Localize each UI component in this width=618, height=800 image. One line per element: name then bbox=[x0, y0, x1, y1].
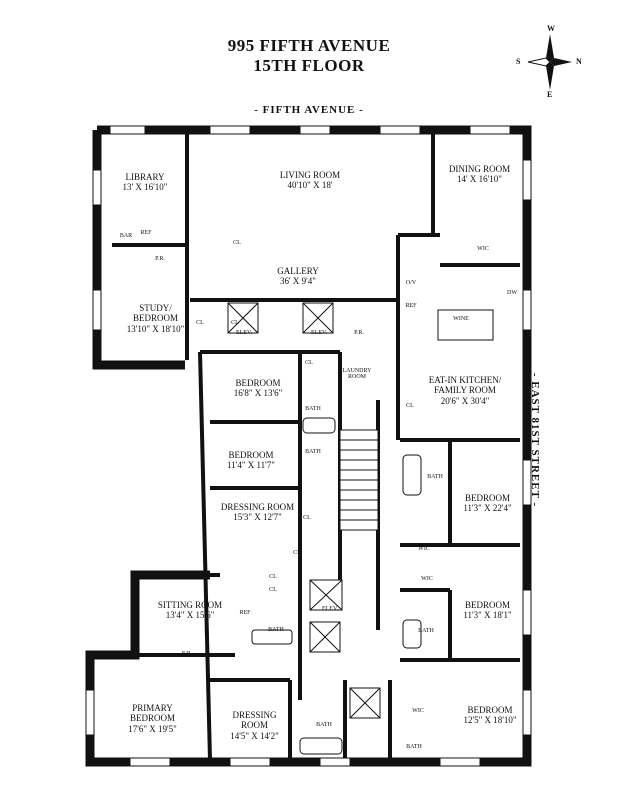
label-cl: CL bbox=[231, 320, 239, 326]
label-elev: ELEV. bbox=[235, 330, 253, 336]
plan-title: 995 FIFTH AVENUE bbox=[227, 36, 391, 55]
label-bath: BATH bbox=[406, 744, 422, 750]
label-cl: CL bbox=[196, 320, 204, 326]
label-cl: CL bbox=[269, 574, 277, 580]
label-wic: WIC bbox=[477, 246, 489, 252]
label-cl: CL bbox=[305, 360, 313, 366]
label-wine: WINE bbox=[453, 316, 469, 322]
label-pr: P.R. bbox=[155, 256, 165, 262]
label-wic: WIC bbox=[412, 708, 424, 714]
label-bath: BATH bbox=[305, 406, 321, 412]
compass-w: W bbox=[547, 24, 555, 33]
label-ref: REF bbox=[140, 230, 152, 236]
street-fifth-avenue: - FIFTH AVENUE - bbox=[254, 104, 364, 116]
label-wic: WIC bbox=[418, 546, 430, 552]
label-dw: DW bbox=[507, 290, 517, 296]
label-elev: ELEV. bbox=[321, 606, 339, 612]
label-cl: CL bbox=[233, 240, 241, 246]
compass-rose-icon: W S N E bbox=[516, 24, 582, 99]
label-bath: BATH bbox=[268, 627, 284, 633]
label-fp: F/P bbox=[181, 651, 191, 657]
label-ov: O/V bbox=[405, 280, 417, 286]
label-cl: CL bbox=[269, 587, 277, 593]
label-ref: REF bbox=[405, 303, 417, 309]
label-bath: BATH bbox=[418, 628, 434, 634]
label-bath: BATH bbox=[305, 449, 321, 455]
label-cl: CL bbox=[303, 515, 311, 521]
label-pr: P.R. bbox=[354, 330, 364, 336]
plan-subtitle: 15TH FLOOR bbox=[253, 56, 365, 75]
label-bath: BATH bbox=[316, 722, 332, 728]
label-bar: BAR bbox=[119, 233, 133, 239]
compass-s: S bbox=[516, 57, 521, 66]
compass-n: N bbox=[576, 57, 582, 66]
label-cl: CL bbox=[293, 550, 301, 556]
label-cl: CL bbox=[406, 403, 414, 409]
compass-e: E bbox=[547, 90, 553, 99]
label-ref: REF bbox=[239, 610, 251, 616]
label-laundry: LAUNDRY ROOM bbox=[342, 368, 372, 380]
label-bath: BATH bbox=[427, 474, 443, 480]
label-elev: ELEV. bbox=[310, 330, 328, 336]
label-wic: WIC bbox=[421, 576, 433, 582]
